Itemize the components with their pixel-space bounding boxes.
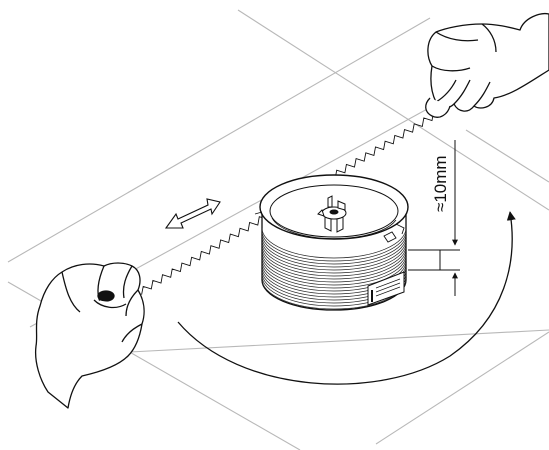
spool-label-tab <box>367 271 405 306</box>
coil-winding <box>262 230 406 262</box>
gap-dimension-label: ≈10mm <box>431 155 450 212</box>
gap-dimension <box>408 140 460 296</box>
coil-winding <box>262 236 406 268</box>
coil-winding <box>262 233 406 265</box>
spool-hub <box>317 195 347 233</box>
coil-winding <box>262 227 406 259</box>
coil-winding <box>262 254 406 286</box>
hand-icon <box>34 262 145 409</box>
hand-icon <box>425 12 549 118</box>
wire-spool <box>254 174 409 311</box>
double-arrow-icon <box>164 198 221 229</box>
coil-winding <box>262 239 406 271</box>
coil-winding <box>262 257 406 289</box>
coil-winding <box>262 248 406 280</box>
curved-rotation-arrow-icon <box>177 211 516 385</box>
coil-winding <box>262 242 406 274</box>
coil-winding <box>262 245 406 277</box>
coil-winding <box>262 251 406 283</box>
